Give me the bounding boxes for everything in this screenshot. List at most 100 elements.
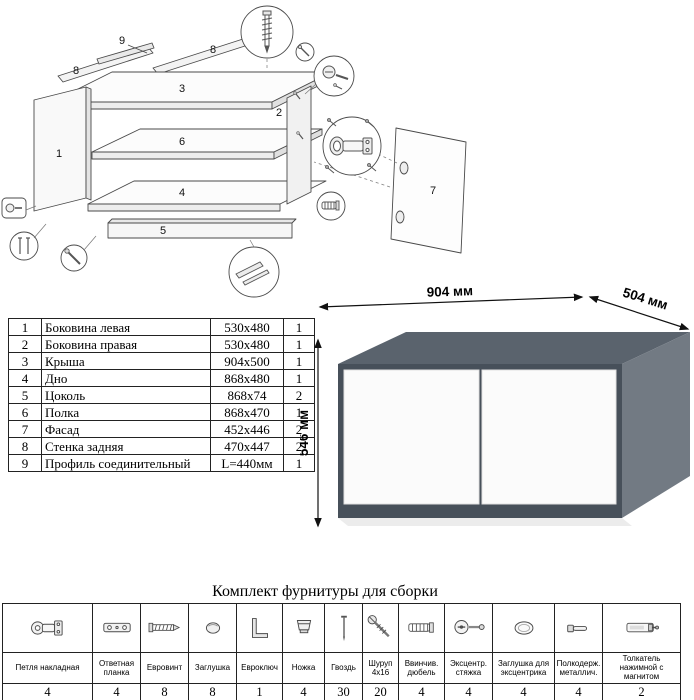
hinge-icon: [30, 620, 63, 636]
width-arrow: [318, 293, 584, 311]
parts-row: 9 Профиль соединительный L=440мм 1: [8, 454, 315, 472]
part-number: 4: [8, 369, 42, 387]
part-name: Стенка задняя: [41, 437, 211, 455]
panel-plinth: [107, 222, 293, 239]
hardware-name: Заглушка: [188, 652, 237, 684]
part-number: 6: [8, 403, 42, 421]
hardware-qty: 4: [92, 682, 141, 700]
dimension-arrows: [314, 293, 690, 528]
part-name: Цоколь: [41, 386, 211, 404]
foot-icon: [296, 620, 311, 634]
connecting-profile: [96, 42, 155, 65]
diagram-label-4: 4: [179, 187, 185, 199]
hardware-qty: 4: [444, 682, 493, 700]
part-size: 904x500: [210, 352, 284, 370]
diagram-label-2: 2: [276, 107, 282, 119]
hardware-name: Полкодерж. металлич.: [554, 652, 603, 684]
hardware-qty: 8: [188, 682, 237, 700]
part-number: 5: [8, 386, 42, 404]
cam-cap-icon: [514, 621, 533, 635]
callout-nails: [9, 231, 39, 261]
diagram-label-6: 6: [179, 136, 185, 148]
parts-row: 8 Стенка задняя 470x447 2: [8, 437, 315, 455]
part-name: Фасад: [41, 420, 211, 438]
panel-right-side: [286, 85, 312, 205]
cap-icon: [205, 622, 220, 634]
hardware-name: Евроключ: [236, 652, 283, 684]
hardware-qty: 20: [362, 682, 399, 700]
dowel-drawing: [321, 200, 340, 211]
hardware-name: Ножка: [282, 652, 325, 684]
confirmat-screw-icon: [148, 622, 180, 633]
part-name: Крыша: [41, 352, 211, 370]
push-latch-icon: [626, 622, 659, 633]
diagram-label-9: 9: [119, 35, 125, 47]
cam-lock-drawing: [322, 65, 349, 90]
screw-drawing: [64, 248, 81, 265]
diagram-label-1: 1: [56, 148, 62, 160]
back-panel-right: [152, 38, 249, 75]
cabinet-door-left: [343, 369, 480, 505]
part-size: 868x480: [210, 369, 284, 387]
parts-row: 2 Боковина правая 530x480 1: [8, 335, 315, 353]
hardware-qty: 30: [324, 682, 363, 700]
part-size: 868x470: [210, 403, 284, 421]
parts-table: 1 Боковина левая 530x480 1 2 Боковина пр…: [8, 318, 315, 472]
nails-drawing: [18, 237, 30, 254]
leader-lines: [25, 83, 317, 251]
part-name: Полка: [41, 403, 211, 421]
depth-arrow: [588, 295, 690, 331]
part-size: 530x480: [210, 335, 284, 353]
part-size: 868x74: [210, 386, 284, 404]
part-size: 470x447: [210, 437, 284, 455]
width-dimension-label: 904 мм: [426, 286, 473, 300]
part-qty: 1: [283, 318, 315, 336]
profile-section-drawing: [235, 261, 270, 286]
part-qty: 1: [283, 454, 315, 472]
parts-row: 7 Фасад 452x446 2: [8, 420, 315, 438]
parts-row: 6 Полка 868x470 1: [8, 403, 315, 421]
part-number: 7: [8, 420, 42, 438]
hardware-name: Ввинчив. дюбель: [398, 652, 445, 684]
hardware-name: Шуруп 4x16: [362, 652, 399, 684]
cabinet-side-face: [622, 332, 690, 518]
part-size: 452x446: [210, 420, 284, 438]
part-name: Боковина правая: [41, 335, 211, 353]
height-dimension-label: 546 мм: [300, 410, 311, 456]
dowel-icon: [407, 622, 434, 633]
hardware-name: Эксцентр. стяжка: [444, 652, 493, 684]
cabinet-door-right: [481, 369, 617, 505]
hardware-qty: 4: [2, 682, 93, 700]
part-qty: 2: [283, 386, 315, 404]
hardware-qty: 4: [554, 682, 603, 700]
diagram-label-8a: 8: [73, 65, 79, 77]
hardware-kit-title: Комплект фурнитуры для сборки: [212, 583, 438, 600]
part-name: Дно: [41, 369, 211, 387]
depth-dimension-label: 504 мм: [621, 286, 670, 313]
cam-lock-icon: [453, 620, 485, 635]
shelf-pin-icon: [566, 624, 587, 633]
cabinet-top-face: [338, 332, 690, 364]
hardware-icons-row: [2, 603, 681, 653]
hardware-qty: 8: [140, 682, 189, 700]
parts-row: 5 Цоколь 868x74 2: [8, 386, 315, 404]
hardware-name: Ответная планка: [92, 652, 141, 684]
hardware-name: Петля накладная: [2, 652, 93, 684]
hinge-drawing: [325, 118, 377, 174]
diagram-label-3: 3: [179, 83, 185, 95]
diagram-label-7: 7: [430, 185, 436, 197]
hardware-name: Заглушка для эксцентрика: [492, 652, 555, 684]
hex-key-icon: [251, 618, 268, 638]
part-name: Профиль соединительный: [41, 454, 211, 472]
part-qty: 2: [283, 437, 315, 455]
part-number: 9: [8, 454, 42, 472]
floating-screws: [293, 91, 304, 140]
screw-icon: [367, 615, 390, 638]
parts-row: 1 Боковина левая 530x480 1: [8, 318, 315, 336]
hardware-qty: 4: [492, 682, 555, 700]
part-number: 2: [8, 335, 42, 353]
hardware-name: Толкатель нажимной с магнитом: [602, 652, 681, 684]
parts-row: 3 Крыша 904x500 1: [8, 352, 315, 370]
part-number: 8: [8, 437, 42, 455]
